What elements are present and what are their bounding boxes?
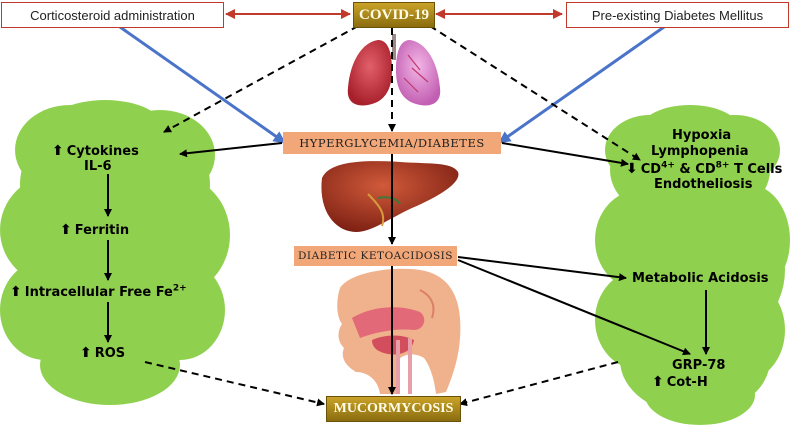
down-arrow-icon: ⬇ xyxy=(626,161,638,177)
hypoxia-label: Hypoxia xyxy=(672,128,732,143)
intracellular-iron-label: ⬆Intracellular Free Fe2+ xyxy=(10,283,187,300)
grp-to-mucor-dashed-arrow xyxy=(459,361,619,407)
up-arrow-icon: ⬆ xyxy=(10,284,22,300)
corticosteroid-to-hyperglycemia-arrow xyxy=(119,25,286,144)
corticosteroid-box: Corticosteroid administration xyxy=(1,2,224,28)
diabetes-mellitus-box: Pre-existing Diabetes Mellitus xyxy=(566,2,789,28)
ros-label: ⬆ROS xyxy=(80,345,126,361)
liver-icon xyxy=(321,161,459,232)
ros-to-mucor-dashed-arrow xyxy=(144,361,325,407)
covid-to-cytokines-dashed-arrow xyxy=(163,25,359,133)
left-cloud xyxy=(0,100,230,405)
dka-to-metabolic-arrow xyxy=(457,256,627,282)
grp78-label: GRP-78 xyxy=(672,358,726,373)
covid-box: COVID-19 xyxy=(353,2,435,28)
il6-label: IL-6 xyxy=(84,159,112,174)
hyperglycemia-to-lymphopenia-arrow xyxy=(501,142,629,167)
lymphopenia-label: Lymphopenia xyxy=(651,144,749,159)
up-arrow-icon: ⬆ xyxy=(80,345,92,361)
diabetes-to-hyperglycemia-arrow xyxy=(498,25,665,144)
up-arrow-icon: ⬆ xyxy=(60,222,72,238)
lungs-icon xyxy=(347,34,441,106)
endotheliosis-label: Endotheliosis xyxy=(654,177,753,192)
ferritin-label: ⬆Ferritin xyxy=(60,222,130,238)
up-arrow-icon: ⬆ xyxy=(652,374,664,390)
dka-box: DIABETIC KETOACIDOSIS xyxy=(294,246,457,266)
coth-label: ⬆Cot-H xyxy=(652,374,708,390)
hyperglycemia-box: HYPERGLYCEMIA/DIABETES xyxy=(283,132,501,154)
cytokines-label: ⬆Cytokines xyxy=(52,143,139,159)
hyperglycemia-to-cytokines-arrow xyxy=(179,142,283,158)
up-arrow-icon: ⬆ xyxy=(52,143,64,159)
cd-t-cells-label: ⬇CD4+ & CD8+ T Cells xyxy=(626,160,783,177)
mucormycosis-box: MUCORMYCOSIS xyxy=(326,396,461,422)
head-section-icon xyxy=(337,268,461,394)
right-cloud xyxy=(595,105,790,425)
covid-to-hypoxia-dashed-arrow xyxy=(429,25,641,161)
dka-to-grp-arrow xyxy=(457,259,691,356)
metabolic-acidosis-label: Metabolic Acidosis xyxy=(632,271,769,286)
